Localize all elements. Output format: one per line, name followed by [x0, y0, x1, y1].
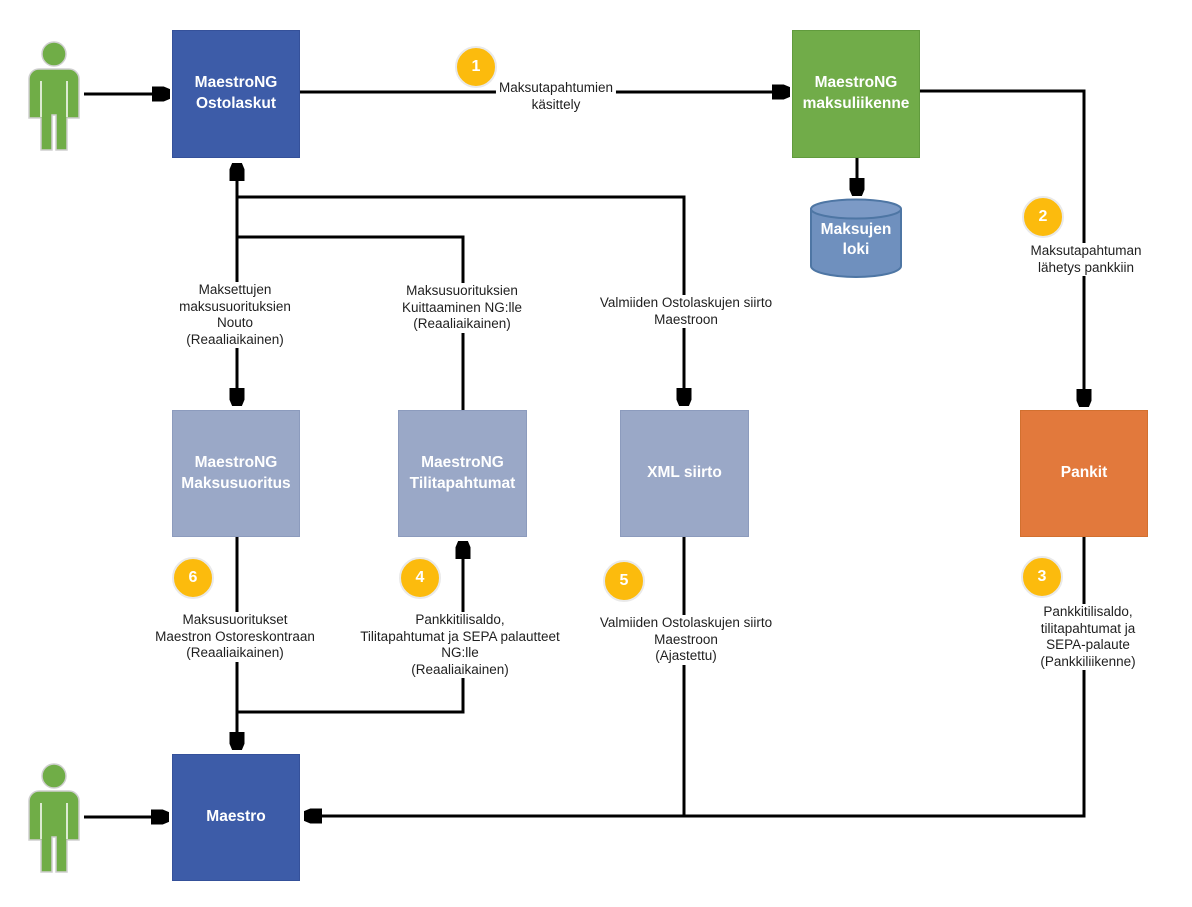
- flow-label-maksutapahtumien-kasittely: Maksutapahtumien käsittely: [495, 80, 617, 114]
- edge-maksuliikenne-to-pankit: [920, 89, 1084, 407]
- flow-label-siirto-maestroon: Valmiiden Ostolaskujen siirto Maestroon: [596, 295, 776, 329]
- node-xml-siirto: XML siirto: [620, 410, 749, 537]
- badge-number: 6: [188, 569, 198, 586]
- node-label: XML siirto: [647, 464, 722, 482]
- badge-number: 2: [1038, 208, 1048, 225]
- step-badge-2: 2: [1022, 196, 1064, 238]
- node-label: MaestroNG Tilitapahtumat: [409, 453, 516, 492]
- flow-label-ostoreskontraan: Maksusuoritukset Maestron Ostoreskontraa…: [152, 612, 318, 662]
- edge-branch-to-tilitapahtumat-bottom: [237, 541, 463, 714]
- step-badge-6: 6: [172, 557, 214, 599]
- flow-label-pankkiliikenne: Pankkitilisaldo, tilitapahtumat ja SEPA-…: [1036, 604, 1140, 671]
- node-maestrong-maksusuoritus: MaestroNG Maksusuoritus: [172, 410, 300, 537]
- badge-number: 5: [619, 572, 629, 589]
- database-label: Maksujen loki: [820, 221, 892, 259]
- database-maksujen-loki: Maksujen loki: [809, 198, 903, 280]
- node-pankit: Pankit: [1020, 410, 1148, 537]
- flow-label-nouto: Maksettujen maksusuorituksien Nouto (Rea…: [176, 282, 294, 349]
- flow-label-siirto-ajastettu: Valmiiden Ostolaskujen siirto Maestroon …: [596, 615, 776, 665]
- node-label: Maestro: [206, 808, 266, 826]
- cylinder-icon: [810, 198, 902, 278]
- user-icon-top: [27, 41, 81, 151]
- edge-ostolaskut-to-xml-siirto: [237, 195, 684, 406]
- node-label: MaestroNG Ostolaskut: [194, 74, 278, 112]
- flow-label-kuittaaminen: Maksusuorituksien Kuittaaminen NG:lle (R…: [398, 283, 526, 333]
- node-maestro: Maestro: [172, 754, 300, 881]
- node-label: MaestroNG maksuliikenne: [802, 74, 910, 112]
- step-badge-5: 5: [603, 560, 645, 602]
- node-maestrong-ostolaskut: MaestroNG Ostolaskut: [172, 30, 300, 158]
- node-maestrong-maksuliikenne: MaestroNG maksuliikenne: [792, 30, 920, 158]
- user-icon-bottom: [27, 763, 81, 873]
- flow-label-sepa-palautteet-ngille: Pankkitilisaldo, Tilitapahtumat ja SEPA …: [357, 612, 563, 679]
- step-badge-3: 3: [1021, 556, 1063, 598]
- badge-number: 3: [1037, 568, 1047, 585]
- edge-ostolaskut-to-tilitapahtumat: [237, 235, 465, 410]
- flow-label-lahetys-pankkiin: Maksutapahtuman lähetys pankkiin: [1027, 243, 1145, 277]
- badge-number: 1: [471, 58, 481, 75]
- step-badge-1: 1: [455, 46, 497, 88]
- step-badge-4: 4: [399, 557, 441, 599]
- node-label: MaestroNG Maksusuoritus: [181, 453, 291, 492]
- node-label: Pankit: [1060, 464, 1108, 482]
- node-maestrong-tilitapahtumat: MaestroNG Tilitapahtumat: [398, 410, 527, 537]
- badge-number: 4: [415, 569, 425, 586]
